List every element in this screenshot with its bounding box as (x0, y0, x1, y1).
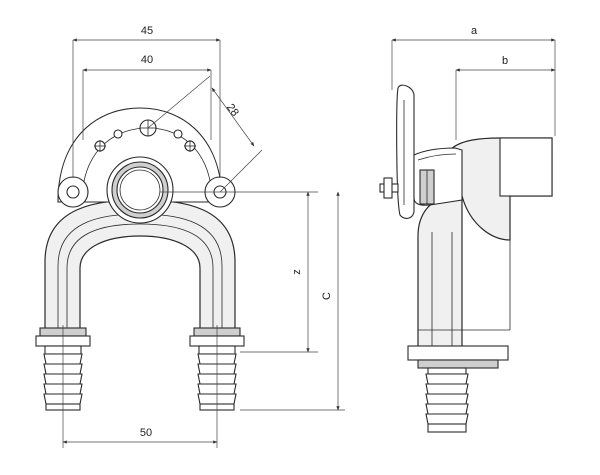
dim-50-label: 50 (140, 427, 152, 439)
side-press-fitting (407, 345, 509, 433)
dim-28-label: 28 (224, 102, 241, 119)
dim-c-label: C (321, 292, 333, 300)
dim-40-label: 40 (141, 54, 153, 66)
dim-b (455, 68, 556, 140)
side-outlet-end (499, 137, 553, 197)
side-bolt (379, 177, 399, 199)
dim-z-label: z (291, 269, 303, 275)
dim-45-label: 45 (141, 25, 153, 37)
dim-z (160, 191, 318, 353)
dim-a-label: a (471, 25, 478, 37)
u-tube-body (44, 199, 236, 331)
side-wall-plate (396, 84, 415, 219)
side-bracket-edge (417, 153, 457, 161)
central-socket (106, 156, 174, 224)
u-tube-inner-line-2 (66, 223, 214, 328)
dim-b-label: b (502, 55, 508, 67)
dim-28 (147, 75, 263, 193)
side-view: a b (379, 25, 556, 433)
front-view: 45 40 28 z C 50 (35, 25, 345, 448)
dim-40 (82, 68, 212, 140)
dim-a (391, 38, 556, 136)
left-lug-hole (66, 185, 80, 199)
side-pipe-body (417, 195, 463, 351)
dim-c (240, 191, 345, 411)
